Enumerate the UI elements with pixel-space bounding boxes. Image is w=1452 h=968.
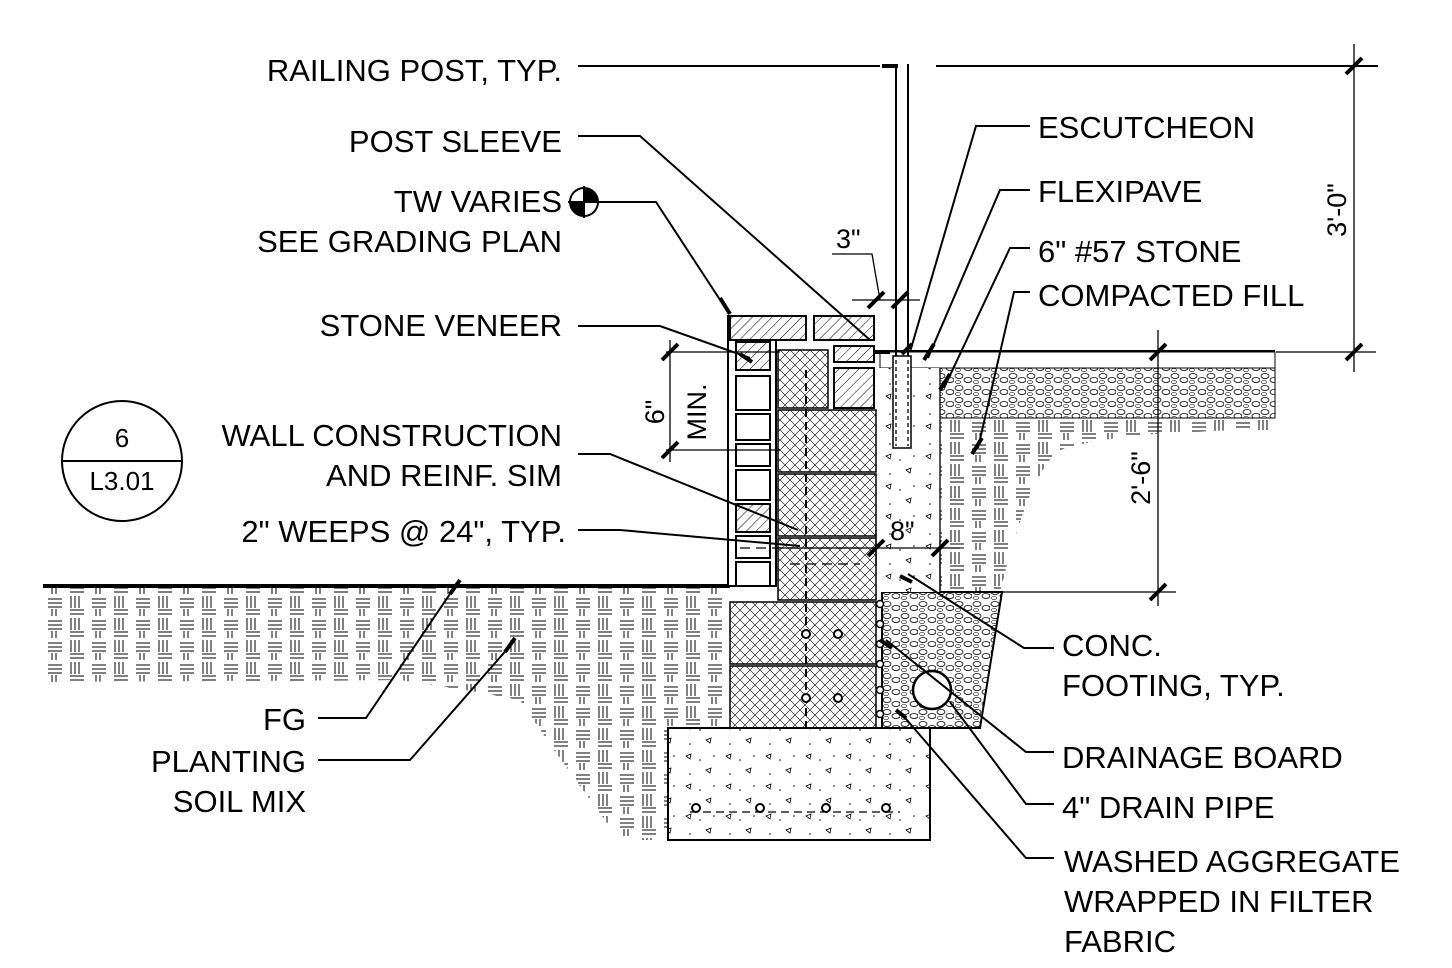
- label-footing-typ: FOOTING, TYP.: [1062, 668, 1285, 703]
- concrete-footing: [667, 727, 931, 841]
- label-drain-pipe: 4" DRAIN PIPE: [1062, 790, 1275, 825]
- stone-57-base: [939, 367, 1276, 419]
- label-stone-veneer: STONE VENEER: [320, 308, 562, 343]
- label-weeps: 2" WEEPS @ 24", TYP.: [241, 514, 566, 549]
- dim-3in: 3": [836, 224, 861, 254]
- planting-soil: [43, 584, 730, 840]
- right-labels: ESCUTCHEON FLEXIPAVE 6" #57 STONE COMPAC…: [1038, 110, 1400, 959]
- left-labels: RAILING POST, TYP. POST SLEEVE TW VARIES…: [151, 53, 566, 819]
- label-wall-construction: WALL CONSTRUCTION: [222, 418, 562, 453]
- railing-post: [882, 64, 912, 449]
- label-railing-post: RAILING POST, TYP.: [267, 53, 562, 88]
- dim-2ft6: 2'-6": [1126, 451, 1156, 505]
- label-soil-mix: SOIL MIX: [173, 784, 307, 819]
- drainage-board: [875, 592, 885, 728]
- leader-lines: [318, 65, 1378, 859]
- label-washed-aggregate: WASHED AGGREGATE: [1064, 844, 1400, 879]
- label-post-sleeve: POST SLEEVE: [349, 124, 562, 159]
- detail-tag: 6 L3.01: [61, 400, 183, 522]
- label-fg: FG: [263, 702, 306, 737]
- label-drainage-board: DRAINAGE BOARD: [1062, 740, 1343, 775]
- dim-3ft: 3'-0": [1322, 183, 1352, 237]
- dimension-lines: [660, 44, 1376, 606]
- label-escutcheon: ESCUTCHEON: [1038, 110, 1255, 145]
- detail-sheet: L3.01: [89, 466, 154, 496]
- drain-pipe: [911, 669, 953, 711]
- label-see-grading: SEE GRADING PLAN: [257, 224, 562, 259]
- dim-6in: 6": [640, 400, 670, 425]
- label-flexipave: FLEXIPAVE: [1038, 174, 1202, 209]
- label-fabric: FABRIC: [1064, 924, 1176, 959]
- detail-number: 6: [115, 423, 129, 453]
- leader-ticks: [448, 296, 984, 720]
- label-stone57: 6" #57 STONE: [1038, 234, 1241, 269]
- label-planting: PLANTING: [151, 744, 306, 779]
- label-and-reinf: AND REINF. SIM: [326, 458, 562, 493]
- compacted-fill: [940, 418, 1275, 592]
- label-conc: CONC.: [1062, 628, 1162, 663]
- label-tw-varies: TW VARIES: [394, 184, 562, 219]
- tw-elevation-marker: [568, 186, 600, 218]
- cmu-blocks: [729, 349, 877, 729]
- stone-veneer: [727, 315, 777, 587]
- label-compacted-fill: COMPACTED FILL: [1038, 278, 1304, 313]
- dim-8in: 8": [890, 516, 915, 546]
- dimension-text: 3" 6" MIN. 8" 3'-0" 2'-6": [640, 183, 1352, 546]
- label-wrapped: WRAPPED IN FILTER: [1064, 884, 1373, 919]
- dim-min: MIN.: [682, 384, 712, 441]
